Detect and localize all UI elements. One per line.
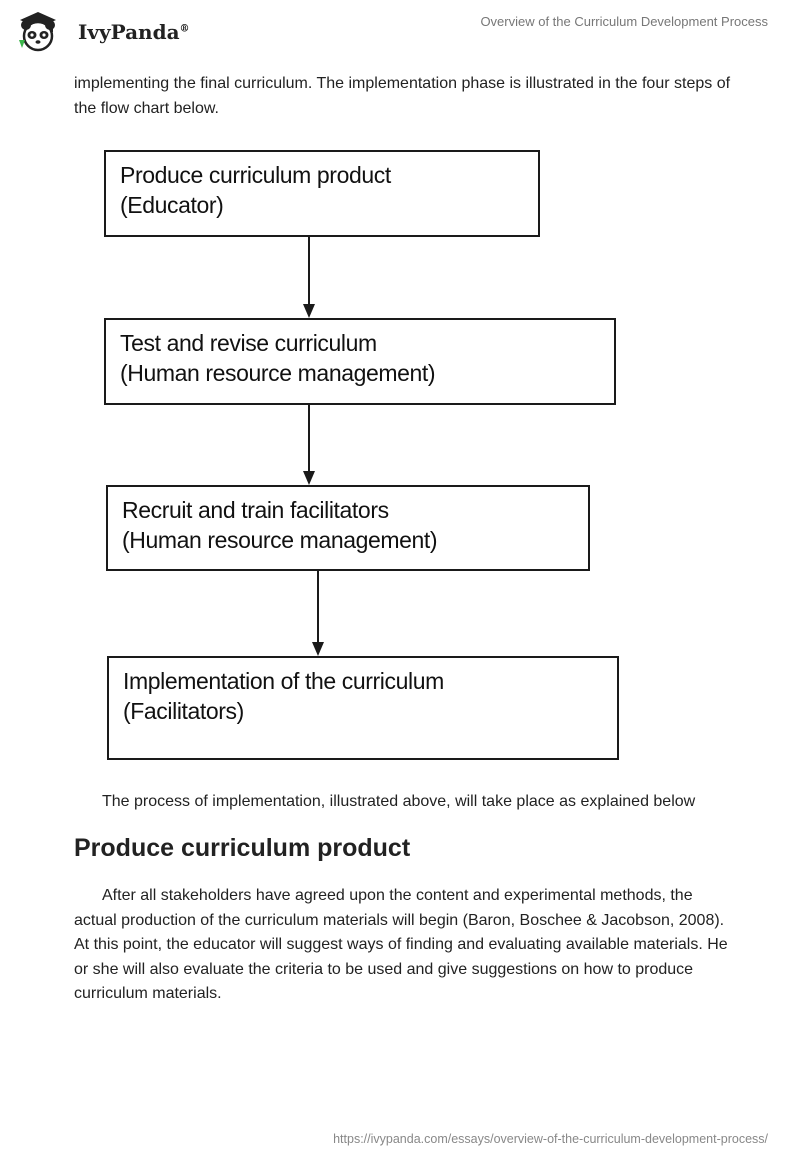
flow-arrow-2	[303, 405, 315, 485]
flow-arrow-3	[312, 571, 324, 656]
flow-step-3-role: (Human resource management)	[122, 527, 438, 553]
flow-arrow-1	[303, 237, 315, 318]
flow-step-4-role: (Facilitators)	[123, 698, 244, 724]
flow-step-1: Produce curriculum product (Educator)	[104, 150, 540, 237]
flow-step-2-title: Test and revise curriculum	[120, 330, 377, 356]
footer-url-link[interactable]: https://ivypanda.com/essays/overview-of-…	[333, 1132, 768, 1146]
flow-step-1-title: Produce curriculum product	[120, 162, 391, 188]
flow-step-3-title: Recruit and train facilitators	[122, 497, 389, 523]
intro-paragraph: implementing the final curriculum. The i…	[74, 75, 731, 117]
flow-step-2-role: (Human resource management)	[120, 360, 436, 386]
page-header: IvyPanda® Overview of the Curriculum Dev…	[0, 0, 800, 60]
section-heading: Produce curriculum product	[74, 834, 411, 862]
flow-step-4-title: Implementation of the curriculum	[123, 668, 444, 694]
after-chart-paragraph: The process of implementation, illustrat…	[102, 793, 696, 810]
running-title: Overview of the Curriculum Development P…	[480, 14, 768, 29]
section-body-paragraph: After all stakeholders have agreed upon …	[74, 887, 728, 1002]
flow-step-1-role: (Educator)	[120, 192, 224, 218]
brand-name[interactable]: IvyPanda®	[78, 20, 190, 44]
flow-step-4: Implementation of the curriculum (Facili…	[107, 656, 619, 760]
panda-logo-icon[interactable]	[16, 10, 60, 52]
flow-step-3: Recruit and train facilitators (Human re…	[106, 485, 590, 571]
flow-step-2: Test and revise curriculum (Human resour…	[104, 318, 616, 405]
